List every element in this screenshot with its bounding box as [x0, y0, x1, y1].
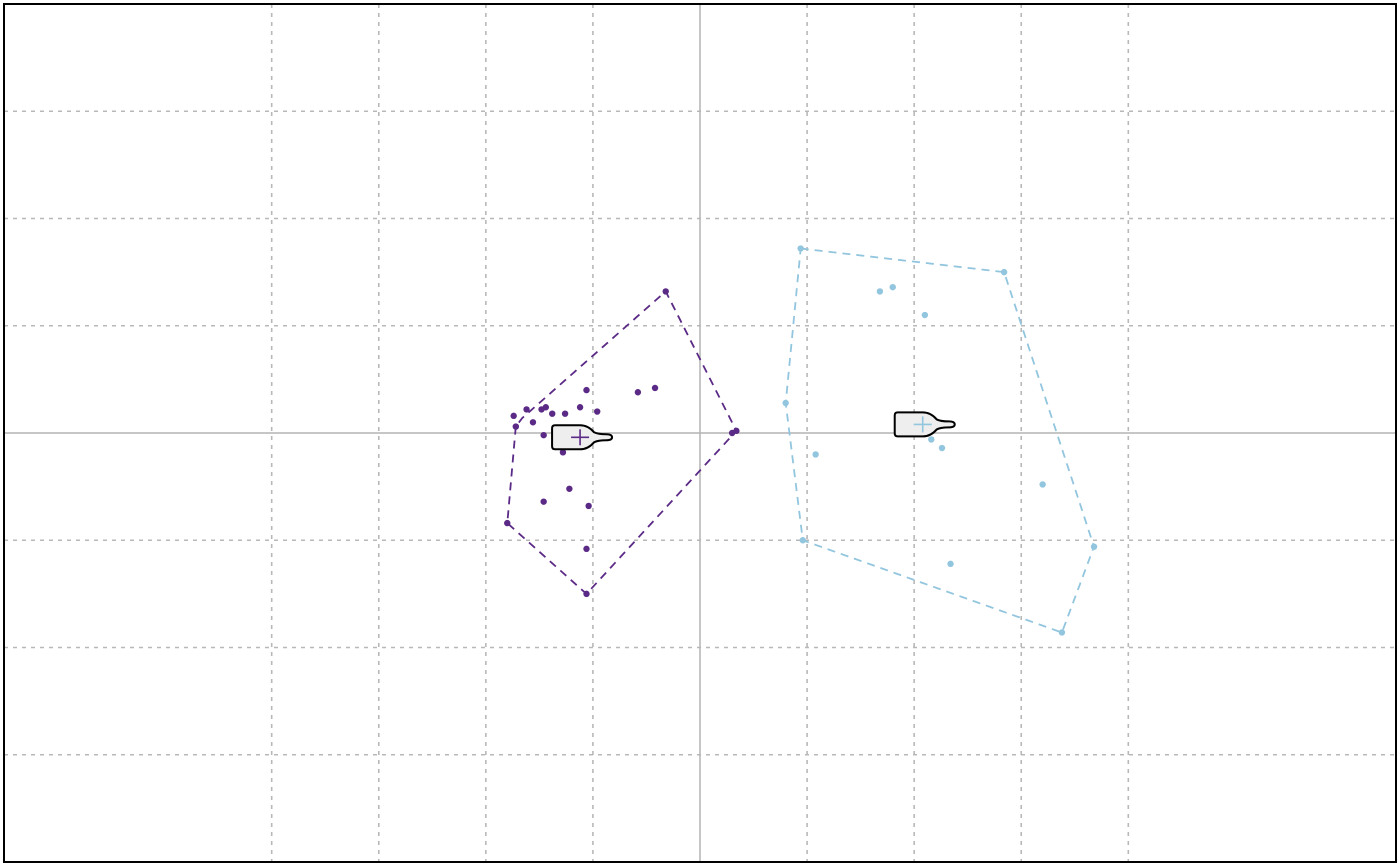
data-point — [634, 389, 642, 396]
data-point — [1000, 268, 1008, 276]
point-layer — [504, 245, 1098, 636]
data-point — [540, 498, 547, 505]
data-point — [1090, 543, 1098, 550]
data-point — [728, 429, 736, 437]
hull-outline-series-2 — [784, 247, 1095, 634]
data-point — [876, 288, 884, 295]
data-point — [523, 406, 530, 413]
data-point — [540, 431, 547, 439]
data-point — [542, 404, 550, 411]
data-point — [799, 537, 806, 544]
zero-lines — [4, 4, 1396, 862]
data-point — [1039, 481, 1046, 488]
data-point — [566, 485, 573, 492]
data-point — [504, 519, 511, 527]
data-point — [651, 384, 659, 392]
data-point — [583, 590, 590, 598]
data-point — [510, 412, 517, 420]
data-point — [889, 283, 896, 291]
data-point — [921, 311, 929, 319]
data-point — [662, 288, 669, 295]
data-point — [947, 560, 954, 568]
data-point — [583, 386, 590, 394]
centroid-layer — [551, 411, 956, 451]
data-point — [1058, 629, 1066, 636]
data-point — [782, 399, 789, 407]
data-point — [583, 545, 590, 553]
hull-outline-series-1 — [506, 289, 738, 596]
data-point — [576, 404, 584, 411]
data-point — [594, 408, 601, 415]
data-point — [512, 423, 520, 430]
data-point — [812, 451, 819, 458]
plot-frame — [3, 3, 1397, 863]
data-point — [549, 410, 556, 417]
data-point — [561, 410, 569, 417]
wine-bottle-icon — [551, 424, 614, 451]
data-point — [529, 419, 537, 426]
data-point — [585, 502, 592, 510]
data-point — [797, 245, 804, 252]
wine-bottle-icon — [893, 411, 956, 438]
data-point — [928, 436, 935, 443]
data-point — [938, 444, 946, 452]
data-point — [559, 449, 567, 456]
